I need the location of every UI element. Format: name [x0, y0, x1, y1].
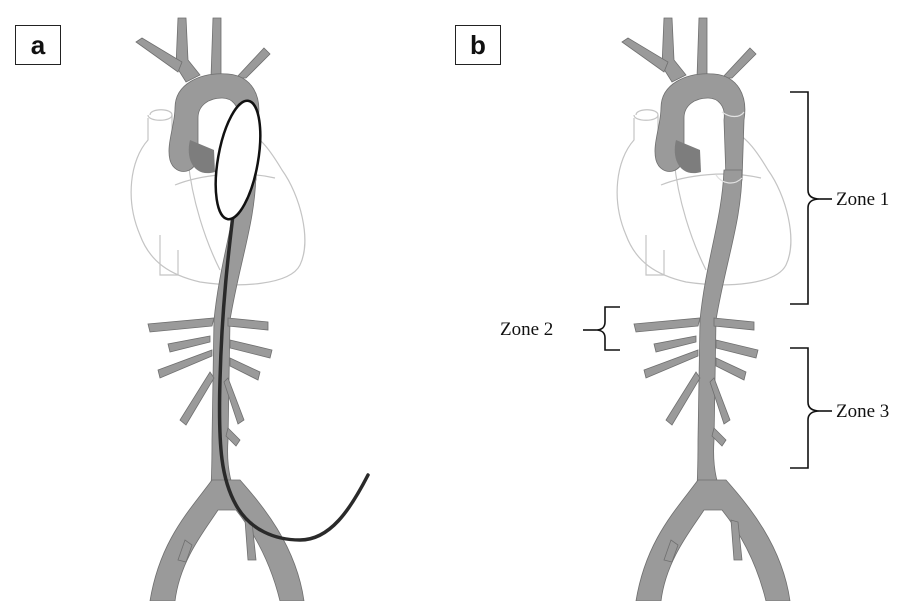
zone-3-label: Zone 3 [836, 401, 889, 423]
zone2-bracket [596, 307, 620, 350]
panel-a-anatomy [131, 18, 368, 601]
occlusion-balloon [208, 97, 268, 222]
panel-b-anatomy [617, 18, 791, 601]
zone-1-label: Zone 1 [836, 189, 889, 211]
zone-2-label: Zone 2 [500, 319, 553, 341]
panel-b-label: b [455, 25, 501, 65]
zone3-bracket [790, 348, 820, 468]
panel-a-label: a [15, 25, 61, 65]
zone1-bracket [790, 92, 820, 304]
